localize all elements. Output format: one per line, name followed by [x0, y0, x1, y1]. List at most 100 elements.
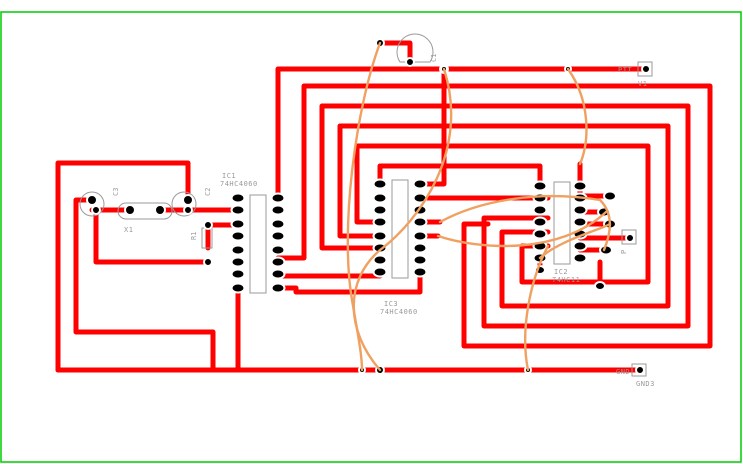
- trace-left-loop: [55, 160, 191, 373]
- ic2-part-label: 74HC11: [552, 276, 580, 284]
- ic3-pad: [372, 178, 388, 190]
- ic3-pad: [372, 216, 388, 228]
- ic2-pad: [532, 180, 548, 192]
- x1-outline: [117, 202, 173, 220]
- trace-loop-1: [275, 83, 713, 349]
- ic1-pad: [230, 282, 246, 294]
- ic3-pad: [412, 254, 428, 266]
- ic3-pad: [372, 266, 388, 278]
- x1-pad: [124, 204, 136, 216]
- trace-loop-4: [354, 143, 651, 285]
- ic3-pad: [372, 254, 388, 266]
- ic3-pad: [412, 178, 428, 190]
- ic2-ref-label: IC2: [554, 268, 568, 276]
- x1-label: X1: [124, 226, 133, 234]
- ic2-pad: [572, 252, 588, 264]
- ic1-pad: [270, 256, 286, 268]
- jumper-q1b-gnd: [352, 67, 453, 372]
- ic2-pad: [572, 204, 588, 216]
- c2-pad: [182, 194, 194, 206]
- v1-outline: [637, 61, 653, 77]
- ic1-pad: [230, 204, 246, 216]
- c3-outline: [79, 191, 105, 217]
- ic1-part-label: 74HC4060: [220, 180, 258, 188]
- v1-net-label: PTT: [618, 66, 632, 74]
- trace-ic3-out: [417, 66, 447, 187]
- ic3-pad: [412, 242, 428, 254]
- trace-c3-r1: [93, 207, 211, 265]
- ic1-pad: [270, 204, 286, 216]
- silkscreen: IC1 74HC4060 IC3 74HC4060 IC2 74HC11 X1 …: [112, 54, 655, 388]
- jumper-wires: [346, 41, 612, 372]
- ic2-pad: [532, 204, 548, 216]
- ic3-pad: [372, 230, 388, 242]
- jumper-q1-gnd: [346, 41, 382, 372]
- r1-pad: [203, 257, 213, 267]
- trace-q1: [377, 40, 413, 65]
- ic1-pad: [230, 268, 246, 280]
- ic3-pad: [372, 204, 388, 216]
- trace-ptt-bus: [275, 66, 649, 201]
- ic2-aux-pad: [594, 281, 606, 291]
- trace-ic3-top: [377, 163, 543, 187]
- p-pad: [625, 233, 635, 243]
- trace-ic1-ic3-low: [275, 269, 423, 295]
- ic1-pad: [270, 268, 286, 280]
- v1-ref-label: V1: [638, 80, 647, 88]
- ic3-pad: [372, 192, 388, 204]
- ic2-pad: [532, 216, 548, 228]
- ic3-body: [391, 179, 409, 279]
- ic1-body: [249, 194, 267, 294]
- q1-pad: [405, 57, 415, 67]
- ic1-pad: [270, 192, 286, 204]
- ic3-pad: [412, 230, 428, 242]
- c3-pad: [86, 194, 98, 206]
- ic3-ref-label: IC3: [384, 300, 398, 308]
- ic3-part-label: 74HC4060: [380, 308, 418, 316]
- c1-label: C1: [430, 54, 438, 62]
- gnd-pad: [635, 365, 645, 375]
- ic2-pad: [572, 216, 588, 228]
- ic2-pad: [572, 180, 588, 192]
- jumper-ptt-ic2: [566, 67, 588, 166]
- gnd3-outline: [631, 363, 647, 377]
- gnd-net-label: GND: [616, 368, 630, 376]
- ic1-pad: [230, 244, 246, 256]
- ic3-pad: [412, 216, 428, 228]
- v1-pad: [641, 64, 651, 74]
- ic1-pad: [230, 192, 246, 204]
- trace-ic2-top: [577, 161, 613, 199]
- c3-pad: [91, 205, 101, 215]
- ic1-pad: [270, 218, 286, 230]
- ic1-pad: [230, 230, 246, 242]
- component-outlines: [79, 33, 653, 377]
- ic1-pad: [230, 218, 246, 230]
- c2-label: C2: [204, 188, 212, 196]
- ic2-pad: [532, 228, 548, 240]
- p-outline: [621, 229, 637, 245]
- ic1-pad: [270, 230, 286, 242]
- c3-label: C3: [112, 188, 120, 196]
- ic2-pad: [532, 192, 548, 204]
- ic3-pad: [372, 242, 388, 254]
- trace-loop-3: [337, 123, 671, 309]
- trace-ic3-ic1: [275, 269, 383, 279]
- jumper-ic2-loop: [538, 222, 612, 260]
- x1-pad: [154, 204, 166, 216]
- p-ref-label: P: [620, 250, 628, 254]
- jumper-ic3-ic2-b: [436, 210, 608, 248]
- ic2-aux-pad: [603, 190, 617, 202]
- ic2-body: [553, 181, 571, 265]
- r1-pad: [203, 220, 213, 230]
- gnd-ref-label: GND3: [636, 380, 655, 388]
- jumper-ic3-ic2-a: [438, 194, 612, 252]
- ic2-pad: [572, 240, 588, 252]
- ic1-pad: [270, 282, 286, 294]
- c2-pad: [183, 205, 193, 215]
- trace-loop-2: [319, 103, 691, 329]
- jumper-ic2-gnd: [524, 244, 550, 372]
- ic1-pad: [230, 256, 246, 268]
- ic1-pad: [270, 244, 286, 256]
- trace-c3-loop: [73, 197, 216, 373]
